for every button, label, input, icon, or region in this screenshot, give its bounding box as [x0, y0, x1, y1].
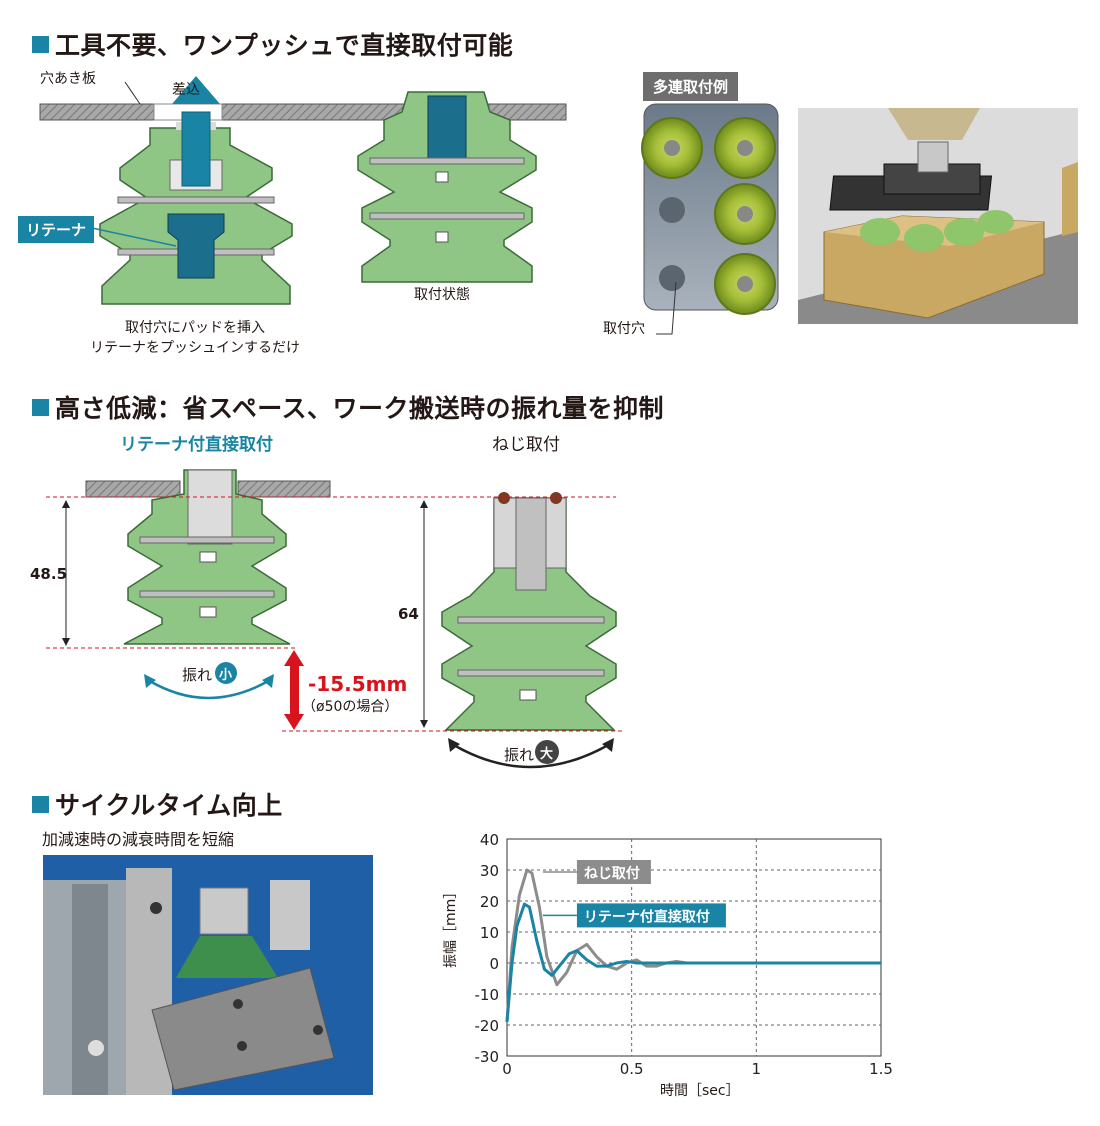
y-tick-label: -10	[475, 986, 500, 1004]
y-tick-label: -20	[475, 1017, 500, 1035]
height-right: 64	[398, 605, 419, 623]
robot-photo	[43, 855, 373, 1095]
swing-large-arc	[451, 742, 611, 769]
multi-mount-tag: 多連取付例	[643, 72, 739, 101]
mounted-label: 取付状態	[414, 287, 470, 303]
left-title: リテーナ付直接取付	[120, 435, 273, 455]
x-tick-label: 1.5	[869, 1060, 893, 1078]
chart-ylabel: 振幅［mm］	[443, 884, 459, 968]
swing-large-char: 大	[540, 747, 554, 762]
x-tick-label: 0	[502, 1060, 512, 1078]
pad-insert-diagram	[39, 76, 567, 305]
section-title-1: 工具不要、ワンプッシュで直接取付可能	[32, 26, 513, 62]
section-title-3: サイクルタイム向上	[32, 786, 283, 822]
swing-large-label: 振れ	[504, 746, 535, 764]
caption-line-2: リテーナをプッシュインするだけ	[90, 340, 300, 356]
reduction-arrow-icon	[284, 650, 304, 666]
y-tick-label: 0	[489, 955, 499, 973]
series-label-bg	[576, 860, 651, 884]
swing-small-badge	[215, 662, 237, 684]
retainer-tag: リテーナ	[18, 216, 95, 243]
insert-arrow-icon	[172, 76, 220, 104]
series-label-1: リテーナ付直接取付	[584, 908, 710, 925]
reduction-value: -15.5mm	[308, 672, 408, 696]
bullet-square-icon	[32, 795, 49, 813]
pad-mounted-diagram	[357, 91, 537, 283]
chart-xlabel: 時間［sec］	[660, 1083, 740, 1099]
insert-arrow-icon	[181, 111, 211, 187]
chart-frame	[506, 838, 882, 1057]
swing-small-label: 振れ	[182, 666, 213, 684]
conveyor-render	[798, 108, 1078, 324]
y-tick-label: 30	[480, 862, 499, 880]
right-title: ねじ取付	[492, 435, 560, 455]
swing-small-char: 小	[219, 668, 233, 683]
plate-label: 穴あき板	[40, 71, 96, 87]
swing-large-badge	[535, 740, 559, 764]
bullet-square-icon	[32, 398, 49, 416]
series-label-0: ねじ取付	[584, 865, 640, 882]
suction-pad-body	[357, 91, 537, 283]
y-tick-label: -30	[475, 1048, 500, 1066]
retainer-part	[167, 213, 225, 279]
caption-line-1: 取付穴にパッドを挿入	[125, 320, 265, 336]
hole-label: 取付穴	[603, 321, 645, 337]
insert-label: 差込	[172, 82, 200, 98]
height-left: 48.5	[30, 565, 68, 583]
series-line-1	[505, 902, 881, 1023]
s3-subtitle: 加減速時の減衰時間を短縮	[42, 830, 235, 849]
swing-small-arc	[147, 678, 271, 700]
height-comparison-diagram	[46, 469, 622, 769]
bullet-square-icon	[32, 35, 49, 53]
y-tick-label: 40	[480, 831, 499, 849]
series-label-bg	[576, 903, 726, 928]
x-tick-label: 0.5	[620, 1060, 644, 1078]
reduction-note: （ø50の場合）	[302, 699, 399, 715]
y-tick-label: 20	[480, 893, 499, 911]
y-tick-label: 10	[480, 924, 499, 942]
multi-mount-plate	[641, 103, 779, 335]
section-title-2: 高さ低減：省スペース、ワーク搬送時の振れ量を抑制	[32, 389, 664, 425]
x-tick-label: 1	[752, 1060, 762, 1078]
